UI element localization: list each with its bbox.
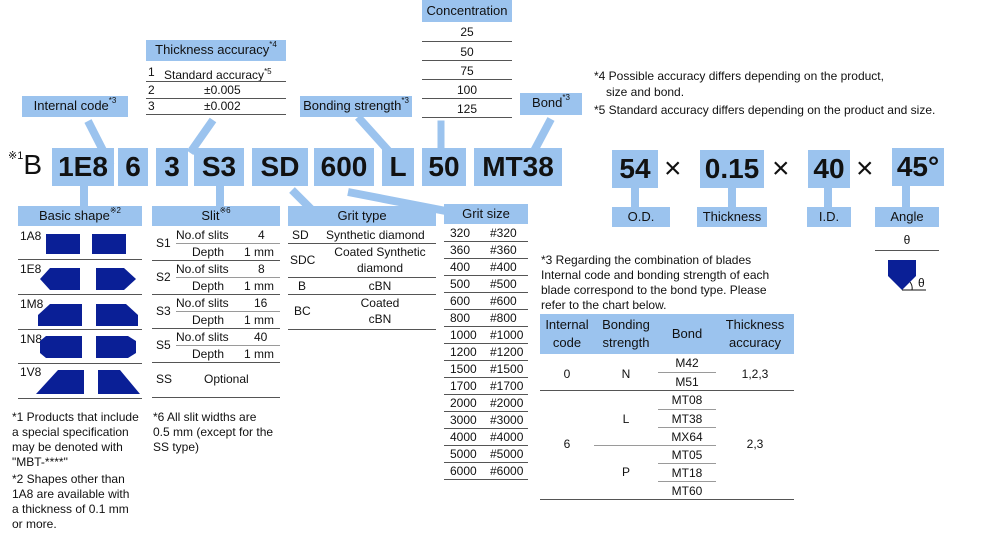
shape-label: 1N8 — [20, 332, 43, 346]
note-1-line: a special specification — [12, 425, 129, 439]
bond-table: Internal code Bonding strength Bond Thic… — [540, 314, 794, 500]
note-3-line: blade correspond to the bond type. Pleas… — [541, 283, 767, 297]
note-3-line: *3 Regarding the combination of blades — [541, 253, 752, 267]
grit-size-number: 3000 — [450, 413, 477, 427]
shape-label: 1V8 — [20, 365, 42, 379]
code-prefix: ※1B — [8, 149, 43, 180]
thickness-accuracy-header: Thickness accuracy*4 — [146, 40, 286, 61]
grit-size-number: 1200 — [450, 345, 477, 359]
note-2-line: 1A8 are available with — [12, 487, 130, 501]
angle-diagram-theta: θ — [918, 276, 925, 290]
times-sign: × — [664, 152, 682, 185]
code-part-grit-type: SD — [252, 148, 308, 186]
grit-size-header: Grit size — [444, 204, 528, 224]
note-6-line: *6 All slit widths are — [153, 410, 257, 424]
note-2-line: or more. — [12, 517, 57, 531]
shape-1a8-icon — [46, 234, 126, 254]
grit-size-mesh: #1500 — [490, 362, 524, 376]
concentration-value: 50 — [460, 45, 474, 59]
grit-size-mesh: #1700 — [490, 379, 524, 393]
slit-table: S1 No.of slits 4 Depth 1 mm S2 No.of sli… — [152, 227, 280, 398]
note-2-line: a thickness of 0.1 mm — [12, 502, 129, 516]
grit-size-mesh: #360 — [490, 243, 517, 257]
shape-label: 1M8 — [20, 297, 44, 311]
note-4-line2: size and bond. — [606, 85, 685, 99]
code-part-shape: 1E8 — [52, 148, 114, 186]
code-part-slit: S3 — [194, 148, 244, 186]
basic-shape-header: Basic shape※2 — [18, 206, 142, 226]
note-2-line: *2 Shapes other than — [12, 472, 125, 486]
note-3-line: Internal code and bonding strength of ea… — [541, 268, 770, 282]
id-label: I.D. — [807, 207, 851, 227]
dim-id: 40 — [808, 150, 850, 188]
grit-type-table: SD Synthetic diamond SDC Coated Syntheti… — [288, 227, 436, 331]
note-5: *5 Standard accuracy differs depending o… — [594, 103, 936, 117]
grit-size-mesh: #6000 — [490, 464, 524, 478]
shape-1v8-icon — [36, 370, 140, 394]
grit-size-mesh: #1200 — [490, 345, 524, 359]
slit-header: Slit※6 — [152, 206, 280, 226]
note-4-line1: *4 Possible accuracy differs depending o… — [594, 69, 884, 83]
grit-size-number: 1700 — [450, 379, 477, 393]
grit-size-mesh: #5000 — [490, 447, 524, 461]
grit-size-mesh: #500 — [490, 277, 517, 291]
note-6-line: SS type) — [153, 440, 200, 454]
grit-size-number: 360 — [450, 243, 471, 257]
grit-size-number: 500 — [450, 277, 471, 291]
shape-label: 1A8 — [20, 229, 42, 243]
shape-1e8-icon — [40, 268, 136, 290]
bond-header: Bond*3 — [520, 93, 582, 115]
grit-size-number: 800 — [450, 311, 471, 325]
thickness-label: Thickness — [697, 207, 767, 227]
grit-size-number: 6000 — [450, 464, 477, 478]
concentration-value: 100 — [456, 83, 478, 97]
grit-size-mesh: #1000 — [490, 328, 524, 342]
note-6-line: 0.5 mm (except for the — [153, 425, 274, 439]
concentration-value: 75 — [460, 64, 474, 78]
shape-1n8-icon — [40, 336, 136, 358]
shape-1m8-icon — [38, 304, 138, 326]
od-label: O.D. — [612, 207, 670, 227]
angle-diagram — [888, 260, 926, 291]
angle-label: Angle — [875, 207, 939, 227]
code-part-accuracy: 3 — [156, 148, 188, 186]
code-part-bond: MT38 — [474, 148, 562, 186]
times-sign: × — [856, 152, 874, 185]
bonding-strength-header: Bonding strength*3 — [300, 96, 412, 117]
grit-type-header: Grit type — [288, 206, 436, 226]
times-sign: × — [772, 152, 790, 185]
shape-label: 1E8 — [20, 262, 42, 276]
code-part-bond-strength: L — [382, 148, 414, 186]
dim-angle: 45° — [892, 148, 944, 186]
grit-size-number: 1000 — [450, 328, 477, 342]
grit-size-mesh: #4000 — [490, 430, 524, 444]
grit-size-mesh: #600 — [490, 294, 517, 308]
grit-size-number: 1500 — [450, 362, 477, 376]
grit-size-number: 2000 — [450, 396, 477, 410]
grit-size-number: 4000 — [450, 430, 477, 444]
code-part-grit-size: 600 — [314, 148, 374, 186]
internal-code-header: Internal code*3 — [22, 96, 128, 117]
code-part-internal: 6 — [118, 148, 148, 186]
grit-size-mesh: #3000 — [490, 413, 524, 427]
theta-label: θ — [903, 233, 911, 247]
code-part-concentration: 50 — [422, 148, 466, 186]
dim-thickness: 0.15 — [700, 150, 764, 188]
grit-size-mesh: #2000 — [490, 396, 524, 410]
concentration-header: Concentration — [422, 0, 512, 22]
grit-size-mesh: #800 — [490, 311, 517, 325]
grit-size-number: 400 — [450, 260, 471, 274]
note-1-line: *1 Products that include — [12, 410, 139, 424]
grit-size-number: 600 — [450, 294, 471, 308]
note-1-line: "MBT-****" — [12, 455, 68, 469]
grit-size-mesh: #320 — [490, 226, 517, 240]
note-1-line: may be denoted with — [12, 440, 123, 454]
grit-size-mesh: #400 — [490, 260, 517, 274]
concentration-value: 25 — [460, 25, 474, 39]
concentration-value: 125 — [456, 102, 478, 116]
dim-od: 54 — [612, 150, 658, 188]
grit-size-number: 320 — [450, 226, 471, 240]
grit-size-number: 5000 — [450, 447, 477, 461]
note-3-line: refer to the chart below. — [541, 298, 667, 312]
